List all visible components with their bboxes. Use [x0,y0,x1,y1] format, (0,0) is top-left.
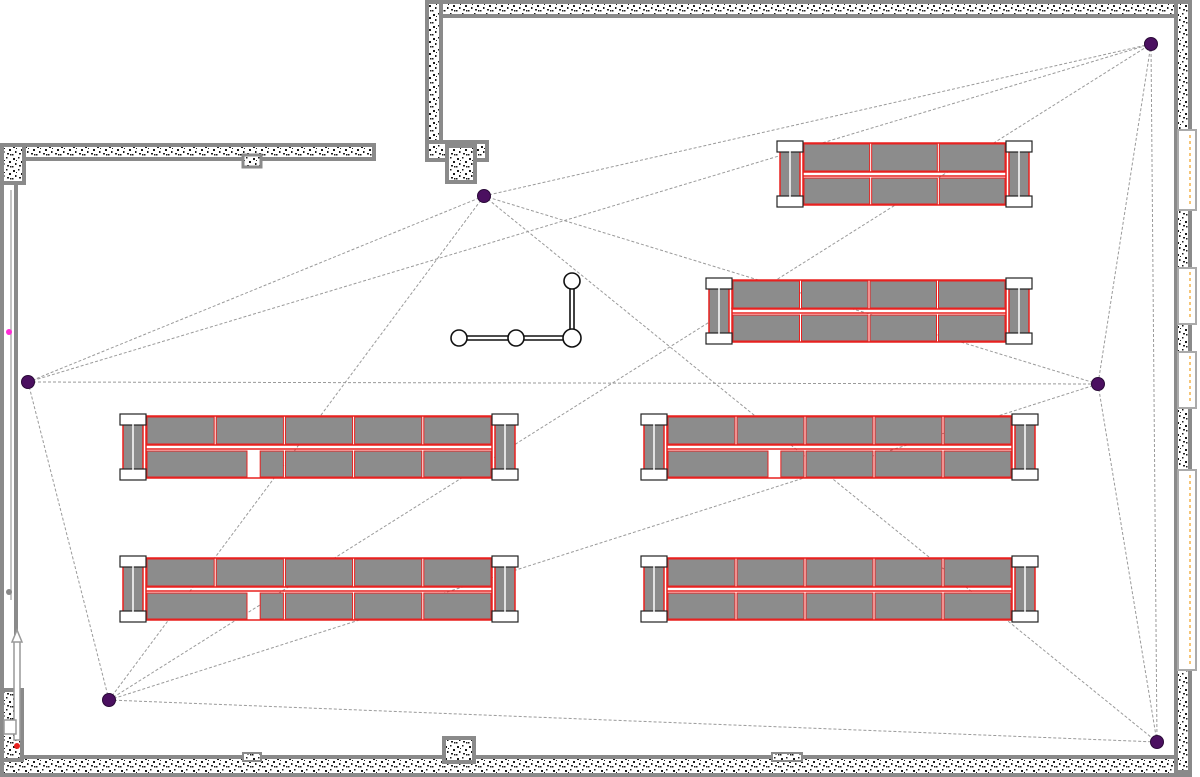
anchor-link [26,381,111,701]
shelf-bay [354,592,423,620]
shelf-bay [874,592,943,620]
anchor-links [26,41,1161,746]
wall-top-right [425,0,1192,18]
anchor-link [1095,43,1154,385]
shelf-bay [284,592,354,620]
shelf-bay [284,450,354,478]
shelf-bay [938,314,1006,342]
marker-gray-left [6,589,12,595]
shelf-bay [874,558,943,587]
wall-pillar-upper [445,144,477,184]
filled-circle-node-icon[interactable] [1150,735,1164,749]
anchor-link [1095,383,1160,743]
shelf-row [640,555,1039,623]
shelf-bay [803,143,871,172]
wall-right-window-1 [1177,129,1197,211]
wall-stub-bottom-2 [771,752,803,762]
anchor-link [108,696,1158,746]
shelf-bay [805,450,874,478]
shelf-bay [938,143,1006,172]
shelf-bay [869,314,937,342]
shelf-bay [284,416,354,445]
shelf-row [705,277,1033,345]
wall-bottom [0,755,1192,777]
shelf-bay [943,416,1012,445]
shelf-row [119,555,519,623]
marker-red [14,743,20,749]
shelf-bay [943,592,1012,620]
shelf-row [640,413,1039,481]
shelf-bay [938,280,1006,309]
anchor-link [483,41,1152,199]
shelf-bay [215,416,284,445]
filled-circle-node-icon[interactable] [477,189,491,203]
shelf-bay [938,177,1006,205]
shelf-bay [874,450,943,478]
shelf-bay [874,416,943,445]
wheeled-robot-path-icon [450,272,582,348]
wall-upper-wing-left [425,0,443,162]
wall-pillar-bottom-mid [442,736,476,764]
shelf-bay [284,558,354,587]
shelf-bay [667,592,736,620]
shelf-bay [146,558,215,587]
shelf-bay [732,280,800,309]
shelf-bay [423,558,492,587]
shelf-bay [869,280,937,309]
wall-top-left [0,143,376,161]
shelf-bay [801,280,869,309]
anchor-link [1147,43,1161,743]
shelf-bay [805,416,874,445]
shelf-bay [801,314,869,342]
wall-stub-bottom-1 [242,752,262,762]
shelf-bay [736,558,805,587]
filled-circle-node-icon[interactable] [102,693,116,707]
filled-circle-node-icon[interactable] [1091,377,1105,391]
shelf-bay [423,450,492,478]
shelf-bay [354,416,423,445]
shelf-bay [667,558,736,587]
shelf-row [119,413,519,481]
marker-magenta [6,329,12,335]
shelf-bay [780,450,805,478]
wall-right-window-3 [1177,351,1197,409]
filled-circle-node-icon[interactable] [21,375,35,389]
wall-right-window-2 [1177,267,1197,325]
shelf-bay [803,177,871,205]
shelf-bay [259,450,284,478]
anchor-link [27,195,485,383]
wall-stub-top [241,153,263,169]
door-arrow-icon [3,628,24,741]
wall-pillar-top-left [0,143,26,185]
shelf-bay [423,592,492,620]
filled-circle-node-icon[interactable] [1144,37,1158,51]
anchor-link [27,378,1099,388]
shelf-bay [423,416,492,445]
anchor-nodes [21,37,1164,749]
shelf-bay [871,177,938,205]
shelf-bay [871,143,938,172]
shelf-bay [146,450,248,478]
shelf-rows [119,140,1039,623]
shelf-row [776,140,1033,208]
shelf-bay [736,592,805,620]
shelf-bay [732,314,800,342]
shelf-bay [736,416,805,445]
shelf-bay [943,558,1012,587]
shelf-bay [354,558,423,587]
shelf-bay [667,416,736,445]
shelf-bay [667,450,769,478]
shelf-bay [146,592,248,620]
shelf-bay [943,450,1012,478]
shelf-bay [805,558,874,587]
shelf-bay [259,592,284,620]
shelf-bay [215,558,284,587]
wall-right-window-4 [1177,469,1197,671]
shelf-bay [354,450,423,478]
anchor-link [108,195,485,701]
shelf-bay [146,416,215,445]
shelf-bay [805,592,874,620]
